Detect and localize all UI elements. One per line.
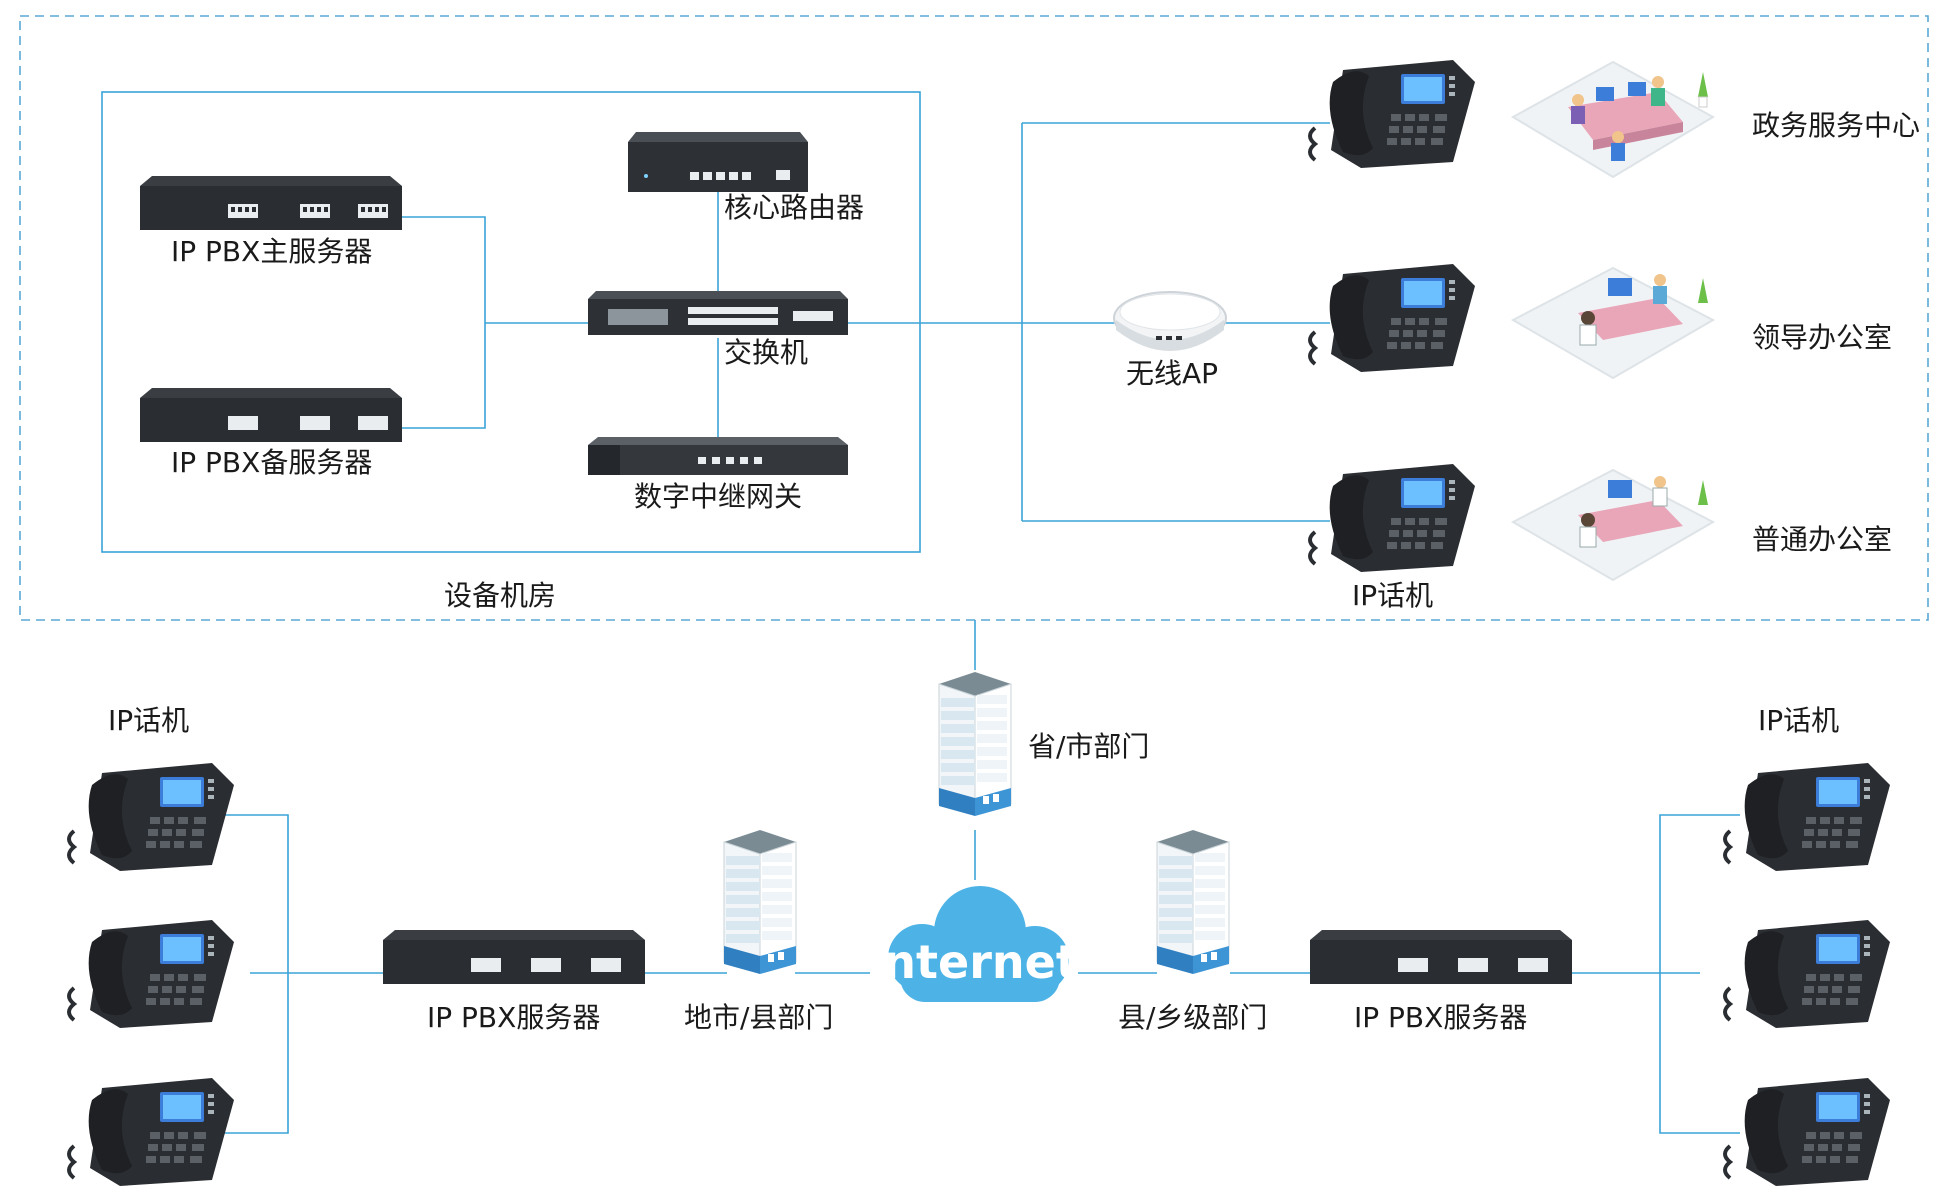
office-label-1: 政务服务中心 xyxy=(1752,109,1921,142)
desk-phone-icon xyxy=(1308,60,1475,168)
phone-top-1 xyxy=(1303,52,1483,176)
core-router-label: 核心路由器 xyxy=(724,191,865,224)
left-pbx-server xyxy=(381,930,645,990)
office-scene-icon xyxy=(1510,60,1716,179)
office-scene-leader xyxy=(1508,258,1718,392)
desk-phone-icon xyxy=(67,1078,234,1186)
desk-phone-icon xyxy=(1723,1078,1890,1186)
pbx-main-server xyxy=(138,176,402,236)
network-switch xyxy=(588,291,848,341)
trunk-gateway-label: 数字中继网关 xyxy=(634,480,803,513)
pbx-backup-label: IP PBX备服务器 xyxy=(171,446,373,479)
phone-right-3 xyxy=(1718,1070,1898,1191)
network-switch-icon xyxy=(588,291,848,335)
trunk-gateway-icon xyxy=(588,437,848,475)
phone-left-2 xyxy=(62,912,242,1036)
rack-server-icon xyxy=(140,388,402,442)
equipment-room-frame xyxy=(101,91,921,553)
digital-trunk-gateway xyxy=(588,437,848,481)
phone-top-3 xyxy=(1303,456,1483,580)
cloud-text: Internet xyxy=(866,935,1078,989)
top-phones-label: IP话机 xyxy=(1352,579,1434,612)
router-icon xyxy=(628,132,808,192)
office-scene-icon xyxy=(1510,468,1716,582)
office-scene-icon xyxy=(1510,266,1716,380)
desk-phone-icon xyxy=(67,920,234,1028)
office-building-icon xyxy=(723,830,797,974)
wireless-access-point-icon xyxy=(1113,291,1227,351)
rack-server-icon xyxy=(1310,930,1572,984)
wireless-ap-label: 无线AP xyxy=(1126,357,1219,390)
phone-top-2 xyxy=(1303,256,1483,380)
province-label: 省/市部门 xyxy=(1028,730,1150,763)
right-phones-label: IP话机 xyxy=(1758,704,1840,737)
desk-phone-icon xyxy=(1308,464,1475,572)
office-label-3: 普通办公室 xyxy=(1752,523,1893,556)
link-pbx-main xyxy=(400,216,486,429)
internet-cloud-icon: Internet xyxy=(866,886,1078,1002)
phone-right-1 xyxy=(1718,755,1898,879)
rack-server-icon xyxy=(383,930,645,984)
building-county xyxy=(1153,822,1233,986)
desk-phone-icon xyxy=(1723,763,1890,871)
phone-left-3 xyxy=(62,1070,242,1191)
building-province xyxy=(935,664,1015,828)
office-label-2: 领导办公室 xyxy=(1752,321,1893,354)
right-pbx-label: IP PBX服务器 xyxy=(1354,1001,1528,1034)
desk-phone-icon xyxy=(67,763,234,871)
county-label: 县/乡级部门 xyxy=(1118,1001,1268,1034)
link-left-phones xyxy=(220,814,289,1134)
right-pbx-server xyxy=(1308,930,1572,990)
phone-right-2 xyxy=(1718,912,1898,1036)
building-city xyxy=(720,822,800,986)
pbx-main-label: IP PBX主服务器 xyxy=(171,235,373,268)
pbx-backup-server xyxy=(138,388,402,448)
core-router xyxy=(628,132,808,198)
desk-phone-icon xyxy=(1308,264,1475,372)
office-building-icon xyxy=(938,672,1012,816)
left-phones-label: IP话机 xyxy=(108,704,190,737)
desk-phone-icon xyxy=(1723,920,1890,1028)
left-pbx-label: IP PBX服务器 xyxy=(427,1001,601,1034)
city-label: 地市/县部门 xyxy=(684,1001,834,1034)
office-scene-service-center xyxy=(1508,52,1718,196)
office-building-icon xyxy=(1156,830,1230,974)
link-right-phones xyxy=(1659,814,1740,1134)
internet-cloud: Internet xyxy=(860,872,1090,1026)
office-scene-general xyxy=(1508,460,1718,594)
rack-server-icon xyxy=(140,176,402,230)
phone-left-1 xyxy=(62,755,242,879)
wireless-ap xyxy=(1110,290,1230,360)
dashed-region-border xyxy=(19,15,1929,621)
equipment-room-label: 设备机房 xyxy=(444,579,557,612)
switch-label: 交换机 xyxy=(724,336,809,369)
